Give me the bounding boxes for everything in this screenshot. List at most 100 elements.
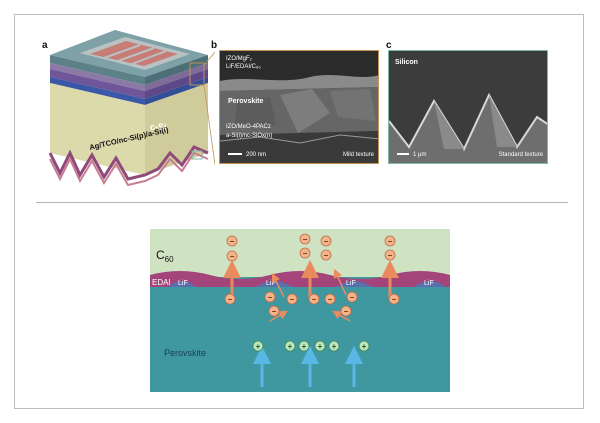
scale-bar-label: 1 μm: [413, 152, 426, 158]
svg-text:+: +: [256, 342, 261, 351]
perovskite-label: Perovskite: [164, 348, 206, 358]
hole: [358, 340, 370, 352]
svg-text:−: −: [312, 295, 317, 304]
svg-text:+: +: [288, 342, 293, 351]
svg-text:+: +: [332, 342, 337, 351]
edai-band: [150, 271, 450, 287]
device-stack-illustration: c-Si Ag/TCO/nc-Si(p)/a-Si(i): [48, 30, 215, 187]
electron: [384, 235, 396, 247]
right-recombination-layer: [145, 77, 208, 105]
lif-label-3: LiF: [346, 280, 356, 287]
svg-text:−: −: [290, 295, 295, 304]
electron: [268, 305, 280, 317]
zoom-line: [203, 84, 215, 166]
electron-signs: − − − − − − − − − − − − − − − − −: [228, 235, 397, 316]
electron: [324, 293, 336, 305]
left-interlayer: [50, 63, 145, 91]
back-metal-layer: [49, 151, 209, 187]
electron: [388, 293, 400, 305]
electron: [384, 249, 396, 261]
svg-text:+: +: [302, 342, 307, 351]
svg-text:−: −: [230, 252, 235, 261]
c60-label: C60: [156, 248, 174, 264]
electron-arrow-small: [332, 310, 351, 322]
electron: [224, 293, 236, 305]
panel-b-label: b: [211, 40, 218, 51]
silicon-pyramids: Silicon 1 μm Standard texture: [389, 51, 547, 163]
svg-text:+: +: [362, 342, 367, 351]
lif-island: [168, 281, 196, 287]
hole: [252, 340, 264, 352]
lif-island: [256, 281, 292, 287]
svg-text:−: −: [392, 295, 397, 304]
texture-label: Standard texture: [499, 152, 544, 158]
svg-text:−: −: [230, 237, 235, 246]
electron: [340, 305, 352, 317]
right-perovskite-layer: [145, 69, 208, 99]
left-silicon-layer: [50, 83, 145, 175]
layer-label-top-1: IZO/MgF₂: [226, 56, 253, 62]
edai-label: EDAI: [152, 278, 171, 287]
section-divider: [36, 202, 568, 203]
top-interface: [220, 75, 378, 91]
svg-text:−: −: [303, 249, 308, 258]
svg-text:−: −: [388, 237, 393, 246]
panel-c-label: c: [386, 40, 392, 51]
grid-finger: [131, 50, 167, 65]
svg-text:−: −: [388, 251, 393, 260]
top-stack-region: [220, 51, 378, 81]
sem-cross-section: IZO/MgF₂ LiF/EDAI/C₆₀ Perovskite IZO/MeO…: [220, 51, 378, 163]
lif-label-2: LiF: [266, 280, 276, 287]
grid-finger: [117, 47, 155, 62]
bottom-interface: [220, 134, 378, 144]
hole: [298, 340, 310, 352]
lif-label-1: LiF: [178, 280, 188, 287]
zoom-line: [203, 51, 215, 66]
panel-c-sem-image: Silicon 1 μm Standard texture: [388, 50, 548, 164]
svg-text:−: −: [350, 293, 355, 302]
scale-bar: [228, 153, 242, 155]
left-perovskite-layer: [50, 69, 145, 99]
electron: [299, 247, 311, 259]
texture-label: Mild texture: [343, 152, 375, 158]
interface-schematic: C60 EDAI LiF LiF LiF LiF Perovskite − −: [150, 229, 450, 392]
silicon-layer-label: c-Si: [150, 122, 167, 132]
svg-text:−: −: [328, 295, 333, 304]
left-recombination-layer: [50, 77, 145, 105]
left-tco-layer: [50, 55, 145, 85]
figure-frame: [14, 14, 584, 409]
textured-back-contact: [48, 145, 209, 181]
pyramid-edge: [389, 92, 547, 152]
electron: [320, 249, 332, 261]
electron: [264, 291, 276, 303]
electron: [286, 293, 298, 305]
electron-arrow-small: [333, 268, 347, 296]
layer-label-bottom-1: IZO/MeO-4PACz: [226, 124, 271, 130]
electron: [299, 233, 311, 245]
perovskite-layer: [150, 277, 450, 392]
svg-text:−: −: [228, 295, 233, 304]
silicon-title: Silicon: [395, 59, 418, 66]
holes: [252, 340, 370, 352]
electrons: [224, 233, 400, 317]
electron-arrow-small: [271, 272, 285, 298]
zoom-region-box: [189, 62, 205, 86]
layer-label-bottom-2: a-Si(i)/nc-SiOx(n): [226, 133, 272, 139]
svg-text:−: −: [344, 307, 349, 316]
lif-label-4: LiF: [424, 280, 434, 287]
layer-label-perovskite: Perovskite: [228, 98, 264, 105]
pyramid-facet: [434, 101, 464, 149]
svg-text:−: −: [324, 251, 329, 260]
scale-bar: [397, 153, 409, 155]
grain: [330, 89, 376, 121]
top-contact-area: [90, 41, 178, 66]
silicon-region: [220, 131, 378, 163]
grain: [234, 97, 276, 127]
svg-text:−: −: [272, 307, 277, 316]
zoom-region-box-silicon: [191, 150, 203, 160]
grain: [280, 89, 330, 133]
layer-label-top-2: LiF/EDAI/C₆₀: [226, 64, 261, 70]
pyramid-facet: [489, 95, 517, 147]
hole: [328, 340, 340, 352]
svg-text:+: +: [318, 342, 323, 351]
